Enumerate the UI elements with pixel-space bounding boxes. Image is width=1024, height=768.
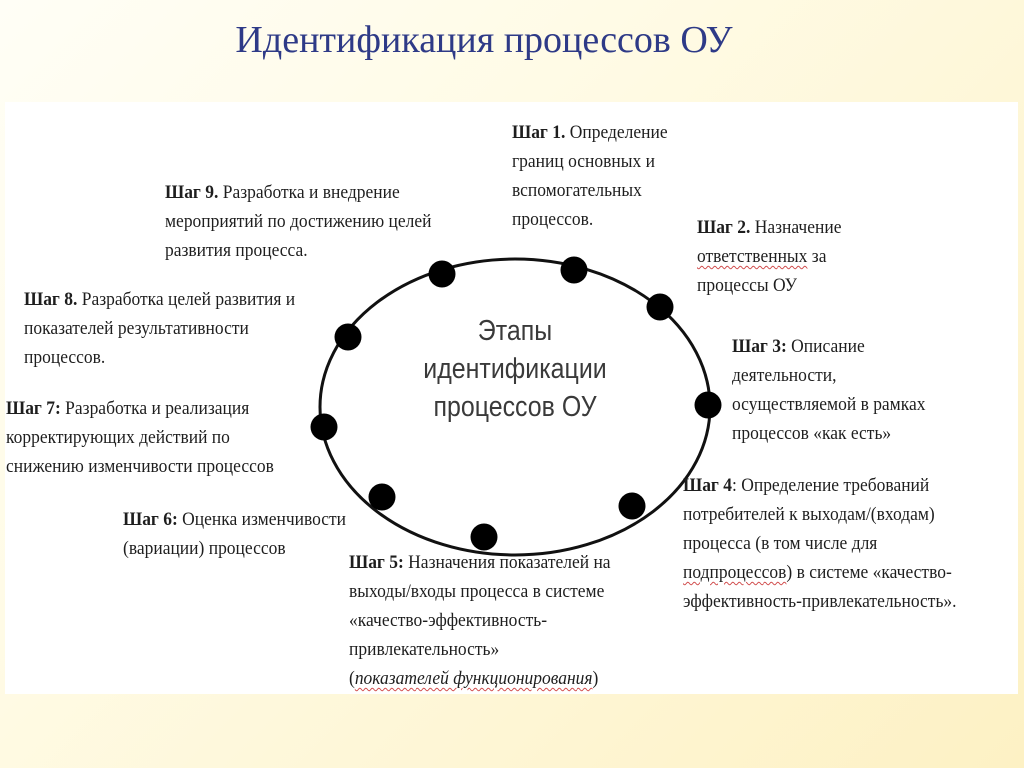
node-step-3 [694,391,722,419]
step-8: Шаг 8. Разработка целей развития и показ… [24,289,296,368]
node-step-9 [428,260,456,288]
center-line-1: Этапы [477,315,553,347]
step-2: Шаг 2. Назначение ответственных за проце… [697,217,842,296]
step-1: Шаг 1. Определение границ основных и всп… [512,122,668,230]
node-step-1 [560,256,588,284]
step-7-label: Шаг 7: [6,398,61,419]
step-6: Шаг 6: Оценка изменчивости (вариации) пр… [123,509,347,559]
step-9: Шаг 9. Разработка и внедрение мероприяти… [165,182,432,261]
step-5-label: Шаг 5: [349,552,404,573]
step-2-label: Шаг 2. [697,217,751,238]
center-label: Этапы идентификации процессов ОУ [412,312,618,426]
step-3: Шаг 3: Описание деятельности, осуществля… [732,336,926,444]
step-1-label: Шаг 1. [512,122,566,143]
diagram-panel [5,102,1018,694]
step-7: Шаг 7: Разработка и реализация корректир… [6,398,274,477]
center-line-2: идентификации [423,353,607,385]
step-4-label: Шаг 4 [683,475,732,496]
step-3-label: Шаг 3: [732,336,787,357]
step-6-label: Шаг 6: [123,509,178,530]
node-step-2 [646,293,674,321]
node-step-6 [368,483,396,511]
node-step-5 [470,523,498,551]
step-9-label: Шаг 9. [165,182,219,203]
step-5: Шаг 5: Назначения показателей на выходы/… [349,552,611,689]
center-line-3: процессов ОУ [433,391,597,423]
node-step-7 [310,413,338,441]
step-8-label: Шаг 8. [24,289,78,310]
step-4: Шаг 4: Определение требований потребител… [683,475,957,612]
node-step-4 [618,492,646,520]
node-step-8 [334,323,362,351]
slide-title: Идентификация процессов ОУ [235,19,733,61]
